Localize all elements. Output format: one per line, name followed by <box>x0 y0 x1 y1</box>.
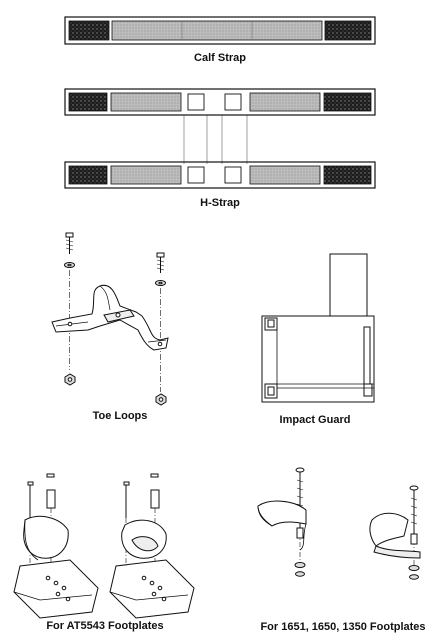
impact-guard-caption: Impact Guard <box>279 414 351 426</box>
footplate-16xx-brackets-drawing <box>257 467 421 580</box>
toe-loops-caption: Toe Loops <box>92 410 148 422</box>
h-strap-caption: H-Strap <box>200 197 240 209</box>
at5543-footplates-caption: For AT5543 Footplates <box>46 620 164 632</box>
h-strap-drawing <box>64 88 376 189</box>
calf-strap-caption: Calf Strap <box>194 52 246 64</box>
calf-strap-drawing <box>64 16 376 45</box>
impact-guard-drawing <box>261 253 375 403</box>
toe-loops-drawing <box>51 232 169 406</box>
at5543-brackets-drawing <box>13 473 195 619</box>
footplates-16xx-caption: For 1651, 1650, 1350 Footplates <box>260 621 426 633</box>
